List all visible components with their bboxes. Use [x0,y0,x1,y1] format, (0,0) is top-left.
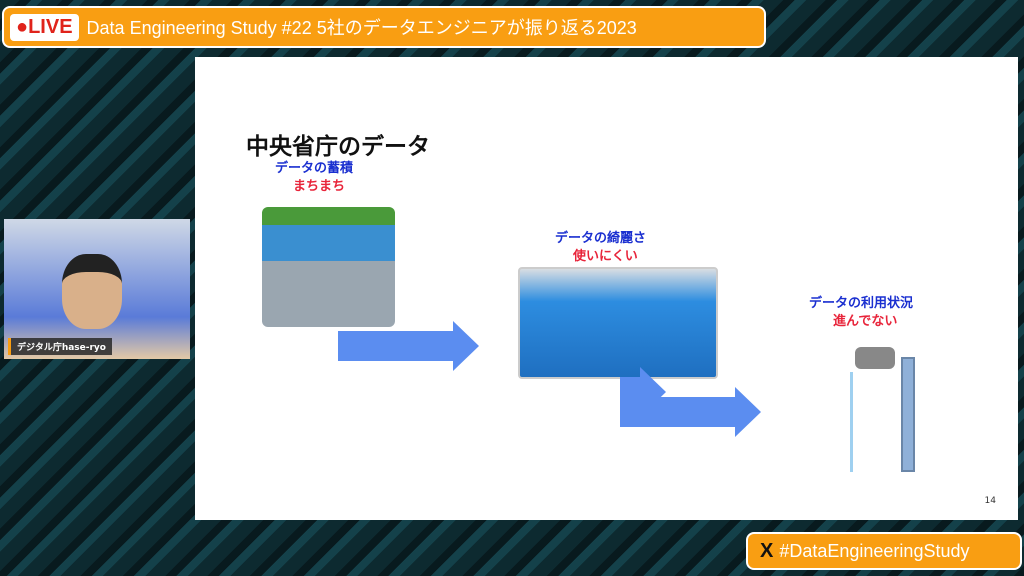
stage3-label: データの利用状況 [809,296,914,311]
arrow-right-icon [338,321,479,371]
x-logo-icon: X [760,539,774,562]
arrow-right-icon [620,387,761,437]
presentation-slide: 中央省庁のデータ データの蓄積 まちまち データの綺麗さ 使いにくい データの利… [195,57,1018,520]
hashtag-banner: X #DataEngineeringStudy [748,534,1020,568]
stage1-label: データの蓄積 [275,161,354,176]
stream-title: Data Engineering Study #22 5社のデータエンジニアが振… [86,18,637,38]
faucet-icon [845,342,917,472]
speaker-video [62,254,122,329]
water-treatment-illustration [518,267,718,379]
live-badge: ●LIVE [10,13,79,41]
page-number: 14 [984,496,996,506]
hashtag-text: #DataEngineeringStudy [779,540,970,561]
live-banner: ●LIVE Data Engineering Study #22 5社のデータエ… [4,8,764,46]
stage2-status: 使いにくい [573,249,638,264]
slide-title: 中央省庁のデータ [246,134,430,160]
stage1-status: まちまち [293,179,346,194]
dam-illustration [262,207,395,327]
speaker-camera: デジタル庁hase-ryo [4,219,190,359]
speaker-name: デジタル庁hase-ryo [8,338,112,355]
stage3-status: 進んでない [833,314,898,329]
stage2-label: データの綺麗さ [555,231,647,246]
